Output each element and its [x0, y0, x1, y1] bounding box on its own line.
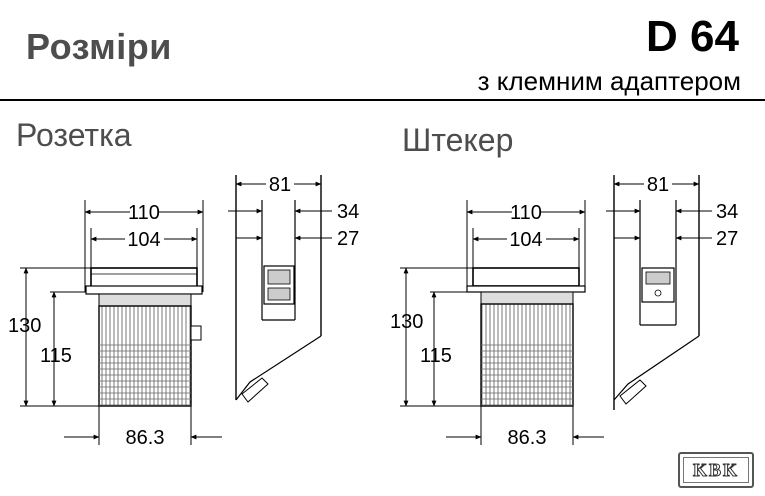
- dim-socket-side-34: 34: [337, 201, 359, 223]
- plug-side-view: [613, 175, 700, 410]
- dim-socket-height-130: 130: [8, 315, 41, 337]
- dim-socket-width-86: 86.3: [126, 427, 165, 449]
- dim-plug-height-115: 115: [420, 345, 452, 367]
- dim-plug-side-81: 81: [647, 174, 669, 196]
- dim-socket-height-115: 115: [40, 345, 72, 367]
- dim-plug-side-34: 34: [716, 201, 738, 223]
- model-subtitle: з клемним адаптером: [477, 66, 741, 96]
- socket-front-view: [84, 200, 204, 407]
- page-title: Розміри: [26, 26, 172, 67]
- dim-plug-height-130: 130: [390, 311, 423, 333]
- dim-socket-width-104: 104: [127, 229, 160, 251]
- section-title-plug: Штекер: [402, 122, 514, 158]
- dim-socket-width-110: 110: [128, 202, 160, 224]
- dim-plug-side-27: 27: [716, 228, 738, 250]
- header-divider: [0, 99, 765, 101]
- dim-plug-width-104: 104: [509, 229, 542, 251]
- socket-side-dimension-lines: [228, 181, 332, 241]
- socket-side-view: [235, 175, 322, 403]
- dim-plug-width-110: 110: [510, 202, 542, 224]
- section-title-socket: Розетка: [16, 117, 132, 153]
- plug-front-view: [466, 200, 586, 407]
- dim-socket-side-27: 27: [337, 228, 359, 250]
- model-name: D 64: [646, 12, 739, 61]
- brand-logo-text: KBK: [683, 457, 749, 483]
- dim-socket-side-81: 81: [269, 174, 291, 196]
- dim-plug-width-86: 86.3: [508, 427, 547, 449]
- plug-dimension-lines: [400, 209, 604, 445]
- socket-dimension-lines: [20, 209, 222, 445]
- plug-side-dimension-lines: [606, 181, 712, 241]
- brand-logo: KBK: [678, 452, 754, 488]
